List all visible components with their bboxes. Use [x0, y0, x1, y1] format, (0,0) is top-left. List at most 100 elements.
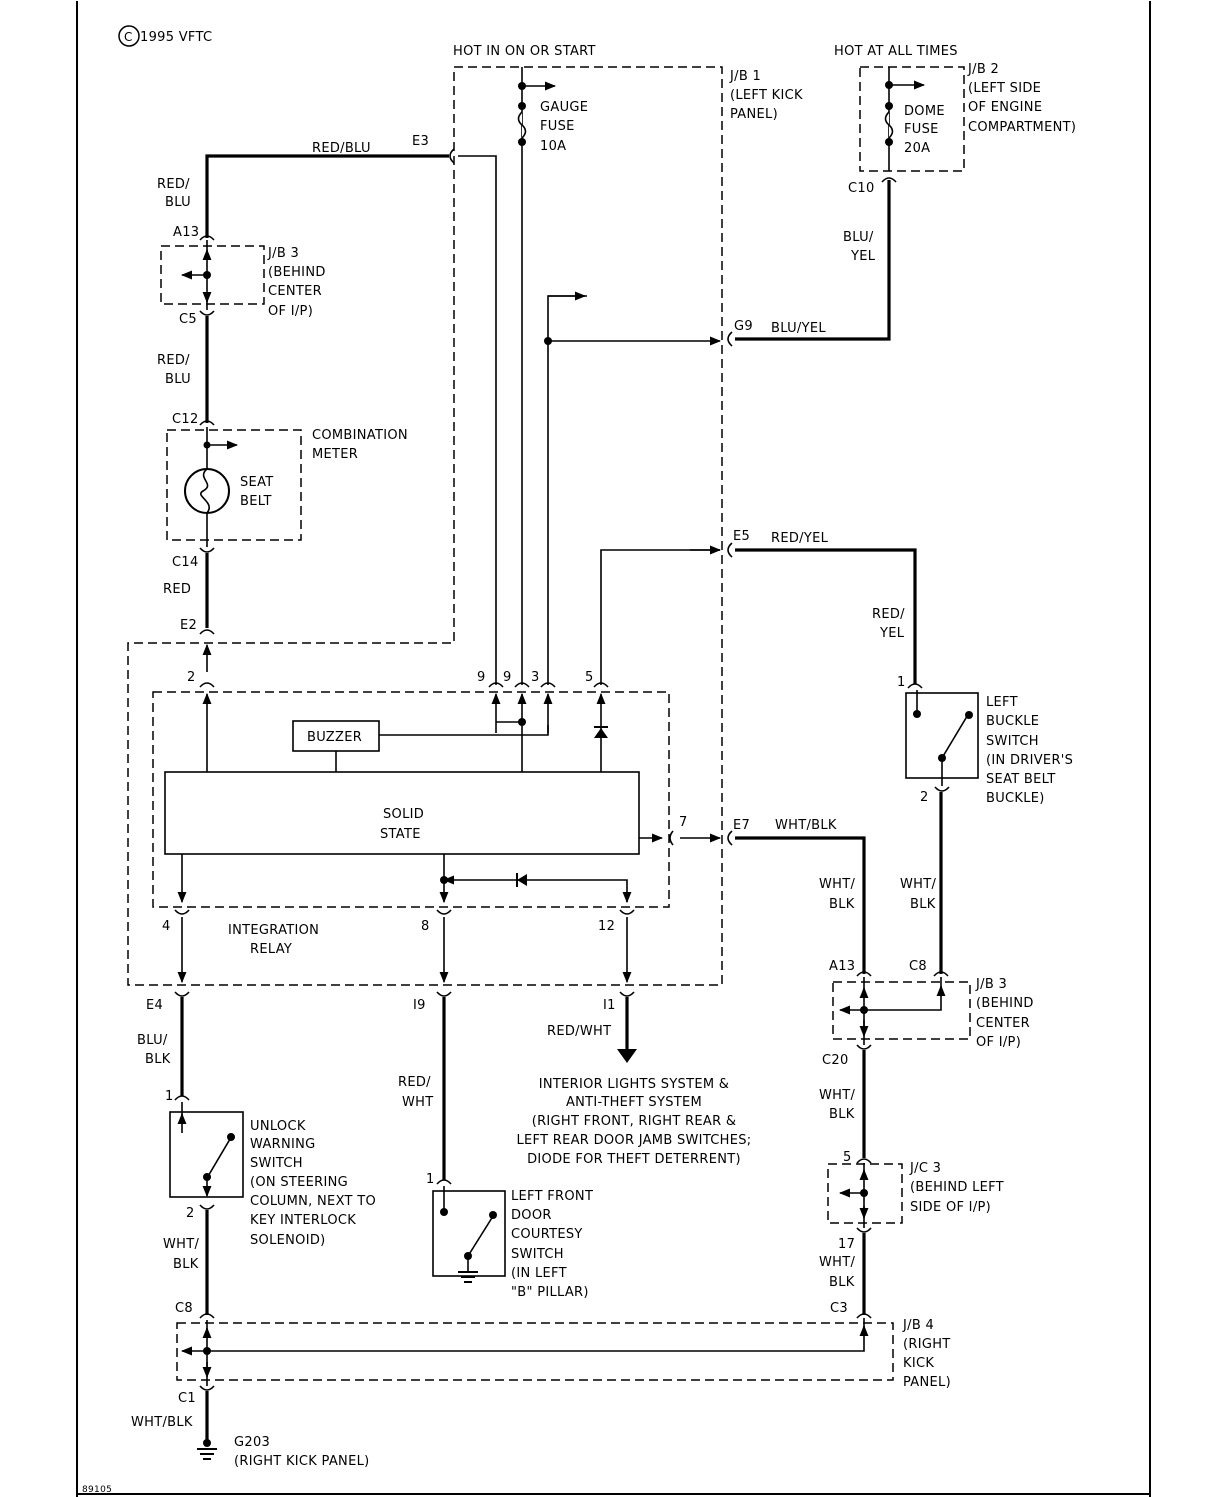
svg-text:SWITCH: SWITCH: [986, 734, 1039, 749]
wire-color-red-label: RED: [163, 582, 191, 597]
svg-text:COURTESY: COURTESY: [511, 1227, 583, 1242]
svg-text:COLUMN, NEXT TO: COLUMN, NEXT TO: [250, 1194, 376, 1209]
svg-text:2: 2: [187, 670, 196, 685]
left-buckle-switch-label: LEFT: [986, 695, 1018, 710]
relay-bottom-pins: 4 8 12: [162, 854, 635, 984]
connector-g9-mark: [727, 331, 733, 347]
svg-text:SWITCH: SWITCH: [511, 1247, 564, 1262]
svg-text:RELAY: RELAY: [250, 942, 292, 957]
svg-text:9: 9: [503, 670, 512, 685]
svg-text:(RIGHT FRONT, RIGHT REAR &: (RIGHT FRONT, RIGHT REAR &: [532, 1114, 737, 1129]
gauge-fuse-label: GAUGE: [540, 100, 588, 115]
jb1-wire-e3-to-pin9: [458, 155, 497, 685]
wire-color-red-wht-label: RED/: [398, 1075, 431, 1090]
wire-red-yel: [735, 548, 917, 684]
jb2-outline: [859, 66, 965, 172]
svg-text:2: 2: [186, 1206, 195, 1221]
drawing-number: 89105: [82, 1485, 112, 1495]
svg-text:9: 9: [477, 670, 486, 685]
svg-text:BUCKLE): BUCKLE): [986, 791, 1045, 806]
combination-meter-outline: [166, 429, 302, 541]
left-front-door-courtesy-switch: [432, 1186, 506, 1283]
connector-c14-label: C14: [172, 555, 199, 570]
dome-fuse: DOME FUSE 20A: [884, 67, 945, 171]
unlock-warning-switch-label: UNLOCK: [250, 1119, 306, 1134]
connector-a13-right-label: A13: [829, 959, 855, 974]
connector-i1-label: I1: [603, 998, 616, 1013]
interior-lights-note: INTERIOR LIGHTS SYSTEM & ANTI-THEFT SYST…: [516, 1077, 751, 1167]
dome-fuse-label: DOME: [904, 104, 945, 119]
combination-meter-label: COMBINATION: [312, 428, 408, 443]
wire-blu-yel: [735, 180, 891, 341]
svg-text:CENTER: CENTER: [976, 1016, 1030, 1031]
copyright-mark: C 1995 VFTC: [118, 25, 212, 47]
svg-text:KEY INTERLOCK: KEY INTERLOCK: [250, 1213, 356, 1228]
svg-text:WHT: WHT: [402, 1095, 433, 1110]
connector-e3-label: E3: [412, 134, 429, 149]
svg-text:(RIGHT: (RIGHT: [903, 1337, 951, 1352]
svg-text:SWITCH: SWITCH: [250, 1156, 303, 1171]
svg-text:(BEHIND: (BEHIND: [976, 996, 1034, 1011]
svg-text:"B" PILLAR): "B" PILLAR): [511, 1285, 589, 1300]
svg-text:WHT/BLK: WHT/BLK: [131, 1415, 193, 1430]
wire-color-red-yel-label: RED/YEL: [771, 531, 829, 546]
svg-text:PANEL): PANEL): [903, 1375, 951, 1390]
jc3-label: J/C 3: [909, 1161, 941, 1176]
jb4-outline: [176, 1322, 894, 1381]
svg-text:WHT/: WHT/: [819, 877, 855, 892]
continuation-arrow-icon: [617, 1049, 637, 1063]
svg-text:OF I/P): OF I/P): [976, 1035, 1021, 1050]
svg-text:SOLENOID): SOLENOID): [250, 1233, 326, 1248]
connector-e7-mark: [727, 830, 733, 846]
connector-e3-mark: [449, 148, 455, 164]
svg-text:BLK: BLK: [829, 1107, 855, 1122]
connector-i9-label: I9: [413, 998, 426, 1013]
svg-text:17: 17: [838, 1237, 855, 1252]
connector-c3-label: C3: [830, 1301, 848, 1316]
svg-text:1: 1: [165, 1089, 174, 1104]
svg-text:METER: METER: [312, 447, 358, 462]
svg-text:WHT/: WHT/: [900, 877, 936, 892]
svg-text:LEFT REAR DOOR JAMB SWITCHES;: LEFT REAR DOOR JAMB SWITCHES;: [516, 1133, 751, 1148]
svg-text:7: 7: [679, 815, 688, 830]
connector-c8-bottom-label: C8: [175, 1301, 193, 1316]
svg-text:DOOR: DOOR: [511, 1208, 552, 1223]
svg-text:FUSE: FUSE: [540, 119, 575, 134]
svg-text:BLK: BLK: [145, 1052, 171, 1067]
svg-text:1: 1: [426, 1172, 435, 1187]
svg-text:BLU: BLU: [165, 195, 191, 210]
svg-text:FUSE: FUSE: [904, 122, 939, 137]
svg-text:(LEFT SIDE: (LEFT SIDE: [968, 81, 1041, 96]
svg-text:ANTI-THEFT SYSTEM: ANTI-THEFT SYSTEM: [566, 1095, 702, 1110]
jb1-wire-pin5-to-e5: [600, 549, 720, 685]
svg-text:BLK: BLK: [173, 1257, 199, 1272]
svg-text:OF I/P): OF I/P): [268, 304, 313, 319]
svg-text:(IN LEFT: (IN LEFT: [511, 1266, 567, 1281]
svg-text:1: 1: [897, 675, 906, 690]
integration-relay-outline: [152, 691, 670, 908]
wire-color-blu-blk-label: BLU/: [137, 1033, 168, 1048]
wire-red-blu-top: [205, 154, 449, 238]
svg-text:BLK: BLK: [910, 897, 936, 912]
connector-e5-label: E5: [733, 529, 750, 544]
svg-text:(RIGHT KICK PANEL): (RIGHT KICK PANEL): [234, 1454, 370, 1469]
connector-a13-label: A13: [173, 225, 199, 240]
connector-e4-label: E4: [146, 998, 163, 1013]
svg-text:C: C: [124, 30, 133, 44]
hot-at-all-times-label: HOT AT ALL TIMES: [834, 44, 958, 59]
svg-text:RED/WHT: RED/WHT: [547, 1024, 611, 1039]
svg-text:RED/: RED/: [157, 353, 190, 368]
svg-text:5: 5: [585, 670, 594, 685]
wire-color-red-blu-label: RED/BLU: [312, 141, 371, 156]
svg-text:WHT/: WHT/: [819, 1255, 855, 1270]
svg-text:YEL: YEL: [850, 249, 876, 264]
ground-g203-label: G203: [234, 1435, 270, 1450]
svg-text:5: 5: [843, 1150, 852, 1165]
buzzer-box: [292, 720, 380, 752]
buzzer-label: BUZZER: [307, 730, 362, 745]
jb1-wire-branch-to-pin3: [547, 295, 587, 685]
svg-text:SIDE OF I/P): SIDE OF I/P): [910, 1200, 991, 1215]
svg-text:8: 8: [421, 919, 430, 934]
svg-text:(ON STEERING: (ON STEERING: [250, 1175, 348, 1190]
svg-text:BLK: BLK: [829, 897, 855, 912]
